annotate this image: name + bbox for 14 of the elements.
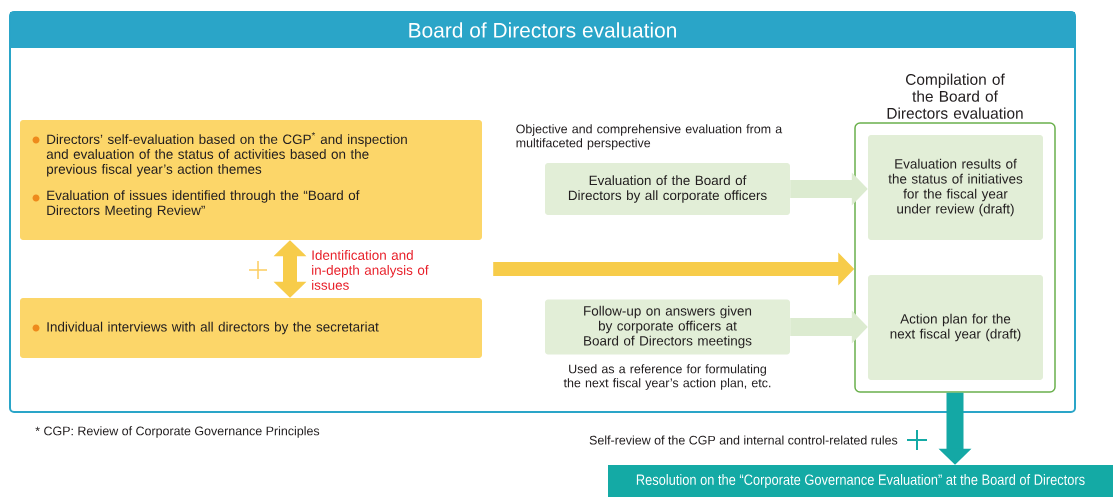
- edge-label: Identification and in-depth analysis of issues: [310, 249, 438, 291]
- process-box: Follow-up on answers given by corporate officers at Board of Directors meetings: [545, 299, 790, 355]
- footnote: * CGP: Review of Corporate Governance Principles: [35, 426, 320, 438]
- process-box: Evaluation of the Board of Directors by all corporate officers: [545, 163, 790, 215]
- bullet-text: Individual interviews with all directors by the secretariat: [47, 321, 379, 335]
- note-text: Objective and comprehensive evaluation from a multifaceted perspective: [516, 124, 783, 150]
- bullet-text: Directors’ self-evaluation based on the CGP$^{*}$ and inspection and evaluation of the status of activities based on the previous fiscal year’s action themes: [46, 132, 407, 177]
- resolution-bar: Resolution on the “Corporate Governance Evaluation” at the Board of Directors: [608, 465, 1113, 497]
- result-box: Action plan for the next fiscal year (draft): [868, 275, 1043, 380]
- bullet-text: Evaluation of issues identified through the “Board of Directors Meeting Review”: [47, 190, 360, 218]
- result-box: Evaluation results of the status of initiatives for the fiscal year under review (draft): [868, 135, 1043, 240]
- note-text: Self-review of the CGP and internal control-related rules: [589, 435, 898, 445]
- note-text: Used as a reference for formulating the next fiscal year’s action plan, etc.: [563, 364, 771, 390]
- node-label: Compilation of the Board of Directors evaluation: [887, 73, 1023, 119]
